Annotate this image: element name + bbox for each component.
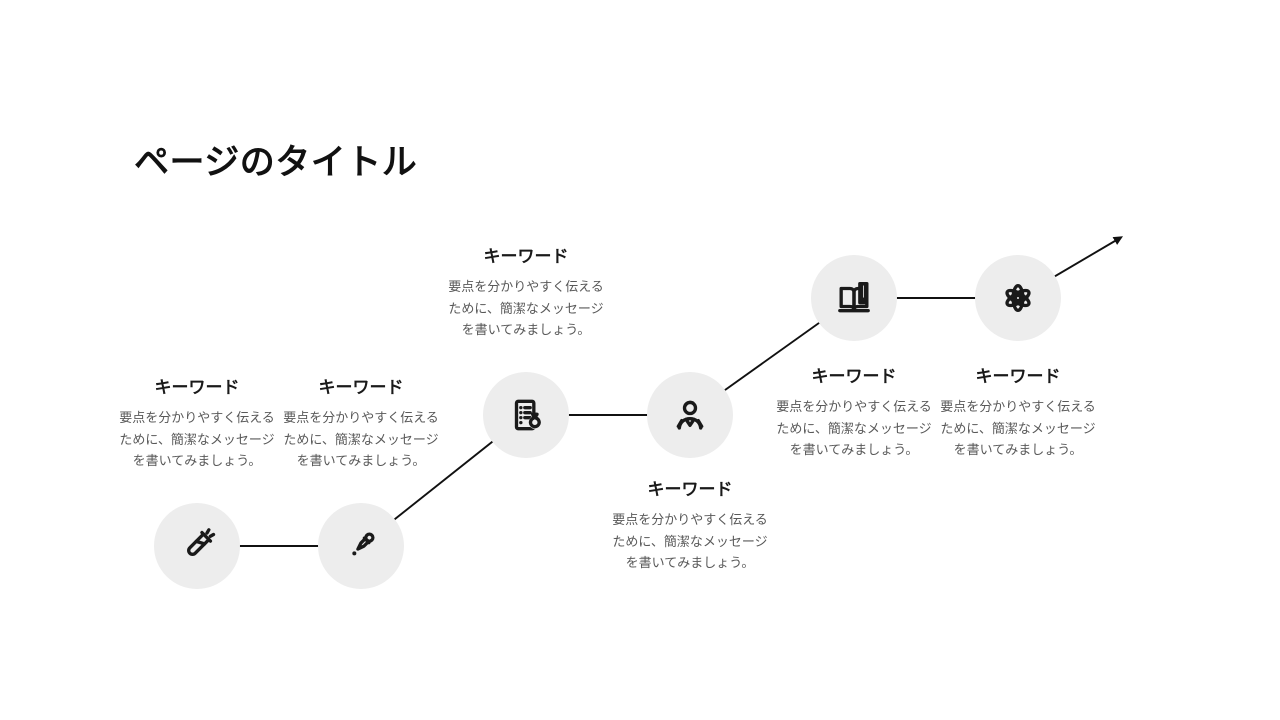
- node-description: 要点を分かりやすく伝える ために、簡潔なメッセージ を書いてみましょう。: [930, 396, 1106, 461]
- desc-line: ために、簡潔なメッセージ: [283, 431, 439, 447]
- timeline-node-5: [811, 255, 897, 341]
- node-label: キーワード: [975, 367, 1061, 386]
- desc-line: 要点を分かりやすく伝える: [612, 512, 768, 528]
- desc-line: 要点を分かりやすく伝える: [448, 279, 604, 295]
- desc-line: ために、簡潔なメッセージ: [776, 420, 932, 436]
- node-label: キーワード: [483, 247, 569, 266]
- node-label: キーワード: [318, 378, 404, 397]
- node-description: 要点を分かりやすく伝える ために、簡潔なメッセージ を書いてみましょう。: [766, 396, 942, 461]
- desc-line: 要点を分かりやすく伝える: [283, 410, 439, 426]
- desc-line: を書いてみましょう。: [132, 453, 262, 469]
- lab-report-icon: [514, 399, 542, 431]
- timeline-node-6: [975, 255, 1061, 341]
- desc-line: を書いてみましょう。: [296, 453, 426, 469]
- scientist-icon: [676, 400, 704, 430]
- node-description: 要点を分かりやすく伝える ために、簡潔なメッセージ を書いてみましょう。: [602, 509, 778, 574]
- node-text-2: キーワード 要点を分かりやすく伝える ために、簡潔なメッセージ を書いてみましょ…: [273, 378, 449, 472]
- desc-line: を書いてみましょう。: [953, 442, 1083, 458]
- node-text-1: キーワード 要点を分かりやすく伝える ために、簡潔なメッセージ を書いてみましょ…: [109, 378, 285, 472]
- desc-line: ために、簡潔なメッセージ: [119, 431, 275, 447]
- desc-line: ために、簡潔なメッセージ: [612, 533, 768, 549]
- node-label: キーワード: [811, 367, 897, 386]
- desc-line: を書いてみましょう。: [789, 442, 919, 458]
- node-text-5: キーワード 要点を分かりやすく伝える ために、簡潔なメッセージ を書いてみましょ…: [766, 367, 942, 461]
- node-description: 要点を分かりやすく伝える ために、簡潔なメッセージ を書いてみましょう。: [109, 407, 285, 472]
- eyedropper-icon: [352, 532, 375, 556]
- timeline-node-4: [647, 372, 733, 458]
- node-text-6: キーワード 要点を分かりやすく伝える ために、簡潔なメッセージ を書いてみましょ…: [930, 367, 1106, 461]
- timeline-node-2: [318, 503, 404, 589]
- desc-line: 要点を分かりやすく伝える: [940, 399, 1096, 415]
- desc-line: を書いてみましょう。: [625, 555, 755, 571]
- node-text-4: キーワード 要点を分かりやすく伝える ために、簡潔なメッセージ を書いてみましょ…: [602, 480, 778, 574]
- desc-line: 要点を分かりやすく伝える: [776, 399, 932, 415]
- timeline-node-3: [483, 372, 569, 458]
- node-description: 要点を分かりやすく伝える ために、簡潔なメッセージ を書いてみましょう。: [438, 276, 614, 341]
- desc-line: 要点を分かりやすく伝える: [119, 410, 275, 426]
- node-label: キーワード: [647, 480, 733, 499]
- node-label: キーワード: [154, 378, 240, 397]
- desc-line: を書いてみましょう。: [461, 322, 591, 338]
- desc-line: ために、簡潔なメッセージ: [940, 420, 1096, 436]
- test-tube-icon: [187, 528, 216, 556]
- desc-line: ために、簡潔なメッセージ: [448, 300, 604, 316]
- page-title: ページのタイトル: [134, 143, 418, 182]
- timeline-node-1: [154, 503, 240, 589]
- book-pen-icon: [838, 282, 870, 313]
- atom-icon: [1005, 283, 1031, 313]
- node-text-3: キーワード 要点を分かりやすく伝える ために、簡潔なメッセージ を書いてみましょ…: [438, 247, 614, 341]
- node-description: 要点を分かりやすく伝える ために、簡潔なメッセージ を書いてみましょう。: [273, 407, 449, 472]
